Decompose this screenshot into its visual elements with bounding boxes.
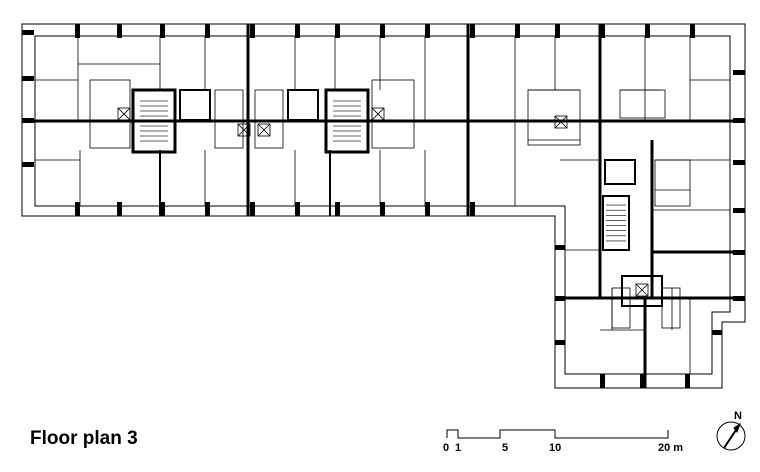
pier	[640, 374, 645, 388]
pier	[117, 202, 122, 216]
pier	[685, 374, 690, 388]
pier	[690, 24, 695, 38]
pier	[205, 24, 210, 38]
lift-core-west	[179, 89, 211, 121]
pier	[22, 118, 34, 123]
north-arrow	[716, 421, 746, 451]
scale-tick-10: 10	[549, 442, 562, 454]
pier	[470, 202, 475, 216]
pier	[600, 374, 605, 388]
pier	[645, 24, 650, 38]
pier	[160, 202, 165, 216]
scale-tick-20m: 20 m	[658, 442, 684, 454]
pier	[335, 24, 340, 38]
stair-core-east	[602, 195, 630, 251]
pier	[733, 70, 745, 75]
stair-core-middle	[324, 88, 370, 154]
pier	[380, 202, 385, 216]
pier	[733, 118, 745, 123]
structural-piers	[22, 24, 745, 388]
north-label: N	[734, 410, 742, 422]
scale-bar	[446, 429, 669, 439]
pier	[733, 250, 745, 255]
pier	[733, 160, 745, 165]
pier	[470, 24, 475, 38]
pier	[117, 24, 122, 38]
pier	[22, 30, 34, 35]
pier	[380, 24, 385, 38]
pier	[425, 24, 430, 38]
floor-plan-caption: Floor plan 3	[30, 428, 138, 449]
stair-treads	[140, 100, 626, 242]
pier	[515, 24, 520, 38]
scale-tick-5: 5	[502, 442, 509, 454]
scale-tick-0: 0	[443, 442, 450, 454]
pier	[712, 330, 722, 335]
pier	[555, 340, 565, 345]
pier	[75, 202, 80, 216]
pier	[733, 296, 745, 301]
facade-line	[34, 35, 731, 375]
pier	[250, 202, 255, 216]
shaft-core-wing	[621, 275, 663, 307]
lift-core-east	[604, 159, 636, 185]
pier	[335, 202, 340, 216]
pier	[555, 245, 565, 250]
pier	[205, 202, 210, 216]
service-shafts	[117, 107, 649, 297]
interior-partitions	[35, 36, 730, 374]
pier	[22, 76, 34, 81]
pier	[250, 24, 255, 38]
building-outline	[21, 23, 746, 389]
pier	[425, 202, 430, 216]
pier	[555, 296, 565, 301]
pier	[733, 208, 745, 213]
pier	[555, 24, 560, 38]
scale-tick-1: 1	[455, 442, 462, 454]
pier	[22, 162, 34, 167]
pier	[600, 24, 605, 38]
pier	[295, 24, 300, 38]
lift-core-middle	[287, 89, 319, 121]
pier	[295, 202, 300, 216]
pier	[75, 24, 80, 38]
pier	[160, 24, 165, 38]
stair-core-west	[131, 88, 177, 154]
plan-linework	[21, 23, 746, 389]
